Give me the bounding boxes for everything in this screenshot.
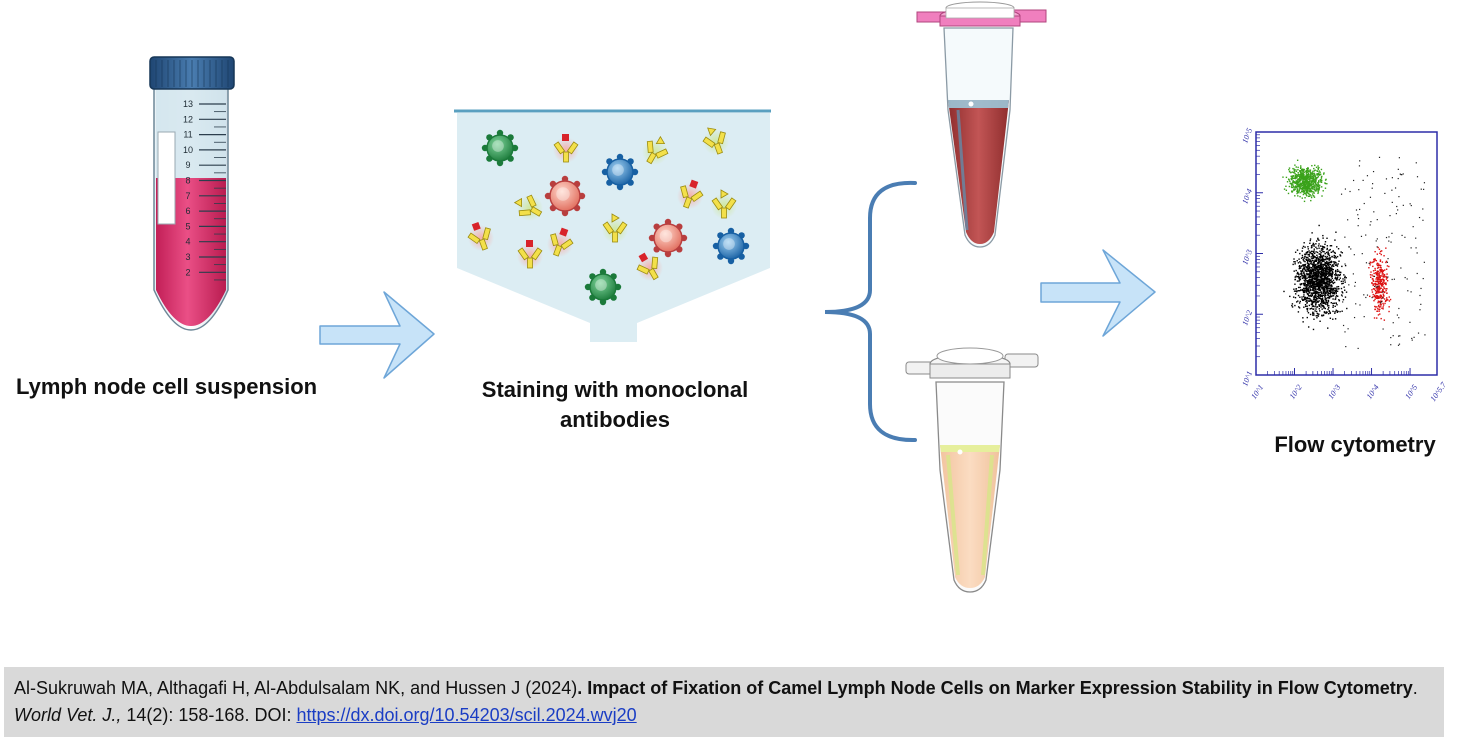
antibody-icon xyxy=(553,134,579,163)
y-tick-label: 10^2 xyxy=(1240,309,1254,327)
antibody-icon xyxy=(711,189,737,219)
citation-title: Impact of Fixation of Camel Lymph Node C… xyxy=(587,678,1413,698)
citation-authors: Al-Sukruwah MA, Althagafi H, Al-Abdulsal… xyxy=(14,678,578,698)
x-tick-label: 10^2 xyxy=(1288,383,1304,401)
flow-cytometry-plot: 10^5 10^4 10^3 10^2 10^110^1 10^2 10^3 10^4 10^5… xyxy=(1240,127,1448,403)
arrow-right-2 xyxy=(1040,249,1156,337)
antibody-icon xyxy=(702,127,729,155)
citation-sep-2: . xyxy=(1412,678,1418,698)
cell-population xyxy=(1283,224,1350,331)
label-flow-cytometry: Flow cytometry xyxy=(1274,432,1436,457)
x-tick-label: 10^4 xyxy=(1365,383,1381,401)
antibody-icon xyxy=(513,194,543,221)
falcon-graduation-label: 2 xyxy=(185,267,190,277)
microtube-red-liquid xyxy=(948,100,1009,244)
falcon-graduation-label: 9 xyxy=(185,160,190,170)
staining-funnel xyxy=(454,109,771,342)
falcon-tube: 13 12 11 10 9 8 7 6 5 4 3 2 xyxy=(149,56,235,331)
y-tick-label: 10^1 xyxy=(1240,370,1254,388)
label-staining-line-2: antibodies xyxy=(559,407,670,432)
falcon-graduation-label: 12 xyxy=(183,114,193,124)
antibody-icon xyxy=(677,179,704,209)
citation-sep-1: . xyxy=(577,678,588,698)
antibody-icon xyxy=(602,213,628,243)
microtube-red xyxy=(916,1,1047,248)
falcon-graduation-label: 3 xyxy=(185,252,190,262)
blue-cell xyxy=(712,227,750,265)
antibody-icon xyxy=(547,227,574,257)
citation-volume: 14(2): 158-168. DOI: xyxy=(121,705,297,725)
falcon-graduation-label: 7 xyxy=(185,191,190,201)
x-tick-label: 10^5 xyxy=(1403,383,1419,401)
antibody-icon xyxy=(636,252,663,281)
x-tick-label: 10^5.7 xyxy=(1428,380,1448,403)
citation-box: Al-Sukruwah MA, Althagafi H, Al-Abdulsal… xyxy=(4,667,1444,737)
label-staining: Staining with monoclonal antibodies xyxy=(440,375,790,435)
y-tick-label: 10^4 xyxy=(1240,188,1254,206)
red-cell xyxy=(544,175,586,217)
citation-doi-link[interactable]: https://dx.doi.org/10.54203/scil.2024.wv… xyxy=(296,705,637,725)
arrow-right-1 xyxy=(319,291,435,379)
curly-brace xyxy=(824,180,917,443)
label-lymph-node-cell-suspension: Lymph node cell suspension xyxy=(16,374,318,399)
antibody-icon xyxy=(467,221,494,251)
antibody-icon xyxy=(517,240,543,269)
red-cell xyxy=(648,218,688,258)
scattered-events xyxy=(1340,156,1426,350)
label-staining-line-1: Staining with monoclonal xyxy=(481,377,749,402)
citation-journal: World Vet. J., xyxy=(14,705,122,725)
falcon-tube-label-strip xyxy=(157,131,176,225)
microtube-peach xyxy=(905,347,1039,593)
x-tick-label: 10^3 xyxy=(1326,383,1342,401)
falcon-graduation-label: 13 xyxy=(183,99,193,109)
falcon-graduation-label: 6 xyxy=(185,206,190,216)
green-cell xyxy=(481,129,519,167)
green-cell xyxy=(584,268,622,306)
falcon-graduation-label: 5 xyxy=(185,221,190,231)
falcon-graduation-label: 11 xyxy=(183,130,192,140)
plot-frame xyxy=(1255,131,1438,376)
falcon-graduation-label: 8 xyxy=(185,176,190,186)
falcon-graduation-label: 10 xyxy=(183,145,193,155)
y-tick-label: 10^5 xyxy=(1240,127,1254,145)
x-tick-label: 10^1 xyxy=(1249,383,1265,401)
antibody-icon xyxy=(642,135,669,165)
falcon-graduation-label: 4 xyxy=(185,237,190,247)
blue-cell xyxy=(601,153,639,191)
cell-population xyxy=(1282,159,1328,203)
y-tick-label: 10^3 xyxy=(1240,248,1254,266)
